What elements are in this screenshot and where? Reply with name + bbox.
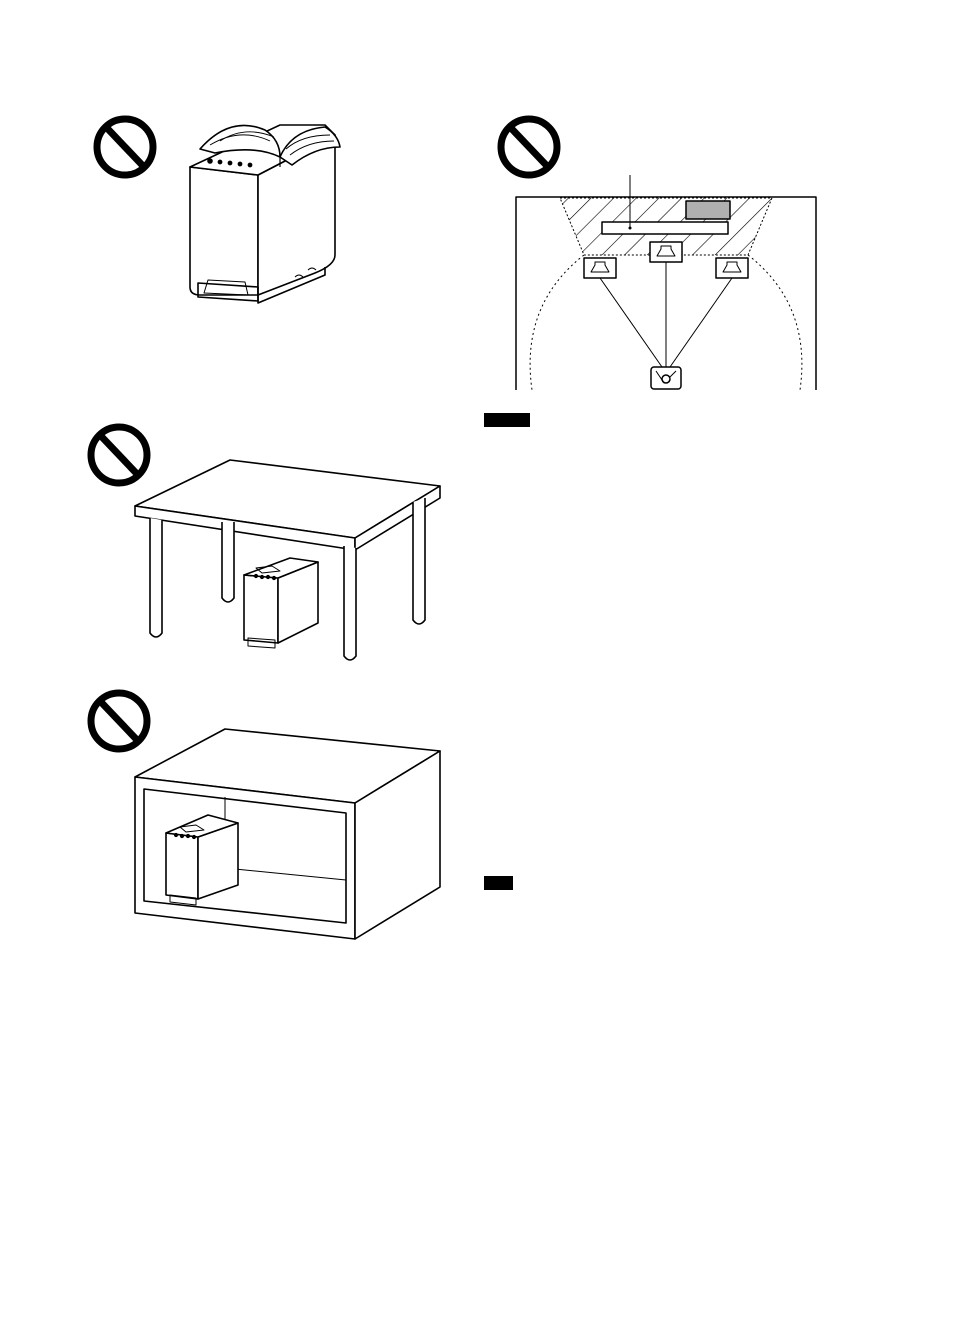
tip-tag: [484, 876, 513, 890]
prohibition-icon: [91, 693, 147, 749]
note-tag: [484, 413, 530, 427]
figure-subwoofer-book: [80, 105, 360, 315]
figure-subwoofer-under-table: [80, 418, 450, 668]
figure-subwoofer-in-cabinet: [80, 685, 450, 950]
subwoofer-unit: [244, 558, 318, 648]
prohibition-icon: [501, 119, 557, 175]
figure-speaker-placement: [480, 105, 830, 395]
prohibition-icon: [97, 119, 153, 175]
speaker-icon: [716, 258, 748, 278]
prohibition-icon: [91, 427, 147, 483]
speaker-icon: [650, 242, 682, 262]
tv-rack: [602, 222, 728, 234]
screen-box: [686, 201, 730, 219]
listener-icon: [651, 367, 681, 389]
speaker-icon: [584, 258, 616, 278]
sound-paths: [600, 262, 732, 367]
